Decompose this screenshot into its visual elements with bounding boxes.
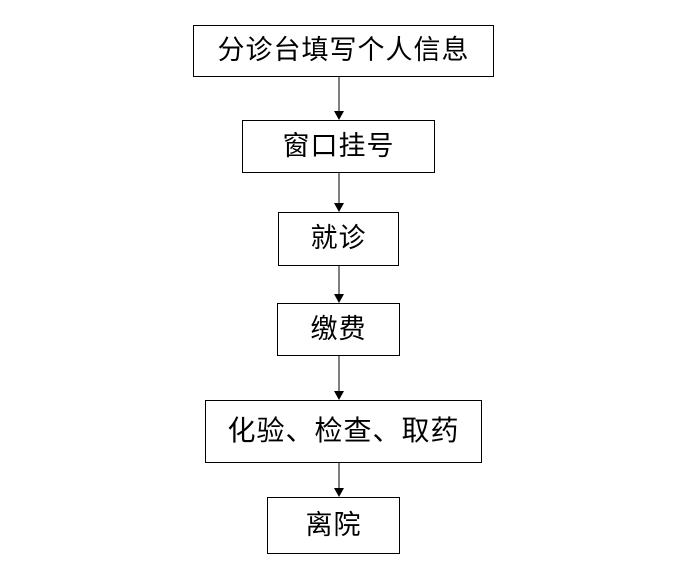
flowchart-node-window-registration[interactable]: 窗口挂号 bbox=[242, 120, 435, 173]
arrowhead-down-icon bbox=[334, 391, 344, 400]
arrowhead-down-icon bbox=[334, 294, 344, 303]
flowchart-node-triage-info[interactable]: 分诊台填写个人信息 bbox=[193, 25, 494, 77]
connector-line bbox=[338, 173, 340, 203]
arrowhead-down-icon bbox=[334, 203, 344, 212]
flowchart-node-payment[interactable]: 缴费 bbox=[277, 303, 400, 356]
flowchart-node-label: 化验、检查、取药 bbox=[227, 414, 460, 448]
arrowhead-down-icon bbox=[334, 111, 344, 120]
connector-line bbox=[338, 77, 340, 111]
flowchart-node-label: 分诊台填写个人信息 bbox=[217, 35, 470, 67]
connector-line bbox=[338, 266, 340, 294]
flowchart-node-label: 缴费 bbox=[310, 313, 367, 345]
flowchart-node-tests-exam-medicine[interactable]: 化验、检查、取药 bbox=[205, 400, 482, 463]
flowchart-node-label: 就诊 bbox=[310, 223, 367, 255]
flowchart-node-consultation[interactable]: 就诊 bbox=[278, 212, 399, 266]
arrowhead-down-icon bbox=[334, 488, 344, 497]
connector-line bbox=[338, 356, 340, 391]
flowchart-node-label: 窗口挂号 bbox=[282, 130, 395, 162]
flowchart-node-leave-hospital[interactable]: 离院 bbox=[267, 497, 400, 554]
flowchart-node-label: 离院 bbox=[305, 509, 362, 541]
connector-line bbox=[338, 463, 340, 488]
